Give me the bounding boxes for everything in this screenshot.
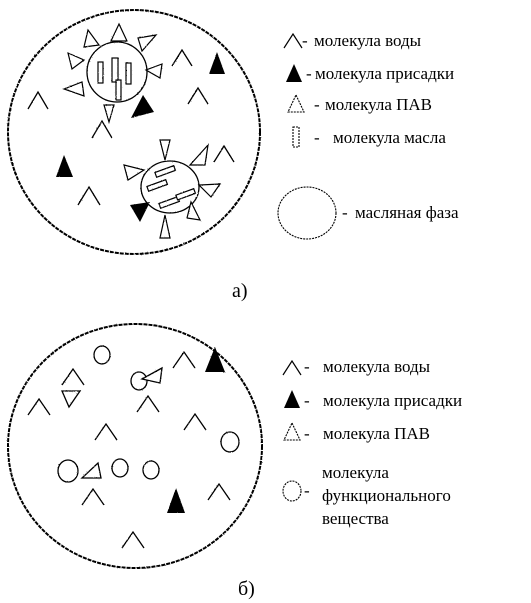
oil-molecule-icon [111,57,119,83]
panel-b: - молекула воды - молекула присадки - мо… [7,323,462,600]
panel-b-legend: - молекула воды - молекула присадки - мо… [282,357,462,528]
water-molecule-icon [77,185,101,206]
additive-molecule-icon [286,64,302,82]
water-molecule-icon [207,482,231,501]
surfactant-molecule-icon [67,51,86,71]
legend-dash: - [314,128,320,147]
water-molecule-icon [61,367,85,386]
water-molecule-icon [27,397,51,416]
oil-molecule-icon [97,61,104,84]
legend-label: молекула масла [333,128,446,147]
additive-molecule-icon [130,202,150,222]
legend-dash: - [304,481,310,500]
water-molecule-icon [187,86,209,105]
panel-a-caption: а) [232,280,248,302]
surfactant-molecule-icon [159,214,171,239]
legend-label: молекула воды [323,357,431,376]
legend-item-surfactant: - молекула ПАВ [283,421,430,443]
panel-a-droplet [7,9,261,255]
legend-item-oil: - молекула масла [292,126,446,148]
panel-b-caption: б) [238,578,255,600]
oil-phase-micelle-2 [123,139,222,239]
functional-substance-molecule-icon [93,345,111,365]
surfactant-molecule-icon [283,421,301,441]
water-molecule-icon [213,144,235,163]
additive-molecule-icon [209,52,225,74]
water-molecule-icon [121,530,145,549]
legend-label: молекула присадки [315,64,454,83]
surfactant-molecule-icon [80,461,102,479]
surfactant-molecule-icon [287,93,305,113]
water-molecule-icon [136,394,160,413]
legend-item-surfactant: - молекула ПАВ [287,93,432,114]
legend-item-additive: - молекула присадки [286,64,454,83]
surfactant-molecule-icon [83,28,101,48]
oil-molecule-icon [125,62,132,85]
surfactant-molecule-icon [140,366,163,384]
water-molecule-icon [283,32,303,49]
water-molecule-icon [183,412,207,431]
panel-b-droplet [7,323,263,569]
legend-label: молекула присадки [323,391,462,410]
legend-label: молекула ПАВ [325,95,432,114]
additive-molecule-icon [131,95,154,118]
surfactant-molecule-icon [188,143,209,166]
water-molecule-icon [171,48,193,67]
legend-item-additive: - молекула присадки [284,390,462,410]
legend-dash: - [314,95,320,114]
legend-dash: - [306,64,312,83]
legend-item-functional-substance: - молекула функционального вещества [282,463,451,528]
surfactant-molecule-icon [110,22,128,42]
water-molecule-icon [91,119,113,139]
functional-substance-molecule-icon [282,480,302,502]
legend-dash: - [304,424,310,443]
legend-label: молекула ПАВ [323,424,430,443]
water-molecule-icon [81,487,105,506]
surfactant-molecule-icon [144,63,163,79]
legend-item-oil-phase: - масляная фаза [277,186,459,240]
additive-molecule-icon [284,390,300,408]
functional-substance-molecule-icon [57,459,79,483]
oil-molecule-icon [115,79,122,101]
legend-label-line-2: функционального [322,486,451,505]
functional-substance-molecule-icon [142,460,160,480]
legend-dash: - [302,31,308,50]
oil-molecule-icon [154,164,177,179]
oil-molecule-icon [175,187,197,201]
functional-substance-molecule-icon [130,371,148,391]
surfactant-molecule-icon [137,34,158,53]
surfactant-molecule-icon [159,139,171,161]
water-molecule-icon [94,422,118,441]
panel-a: - молекула воды - молекула присадки - мо… [7,9,459,302]
surfactant-molecule-icon [123,164,146,181]
legend-label-line-3: вещества [322,509,389,528]
oil-molecule-icon [146,178,169,193]
oil-phase-icon [277,186,337,240]
panel-a-legend: - молекула воды - молекула присадки - мо… [277,31,459,240]
water-molecule-icon [282,359,302,376]
oil-phase-micelle-1 [62,22,163,125]
functional-substance-molecule-icon [111,458,129,478]
legend-dash: - [342,203,348,222]
legend-dash: - [304,391,310,410]
surfactant-molecule-icon [197,183,222,198]
oil-molecule-icon [292,126,300,148]
water-molecule-icon [27,90,49,110]
legend-item-water: - молекула воды [283,31,422,50]
legend-label: масляная фаза [355,203,459,222]
additive-molecule-icon [205,347,225,372]
surfactant-molecule-icon [186,200,202,221]
legend-item-water: - молекула воды [282,357,431,376]
functional-substance-molecule-icon [220,431,240,453]
legend-label: молекула воды [314,31,422,50]
surfactant-molecule-icon [61,390,82,409]
legend-label-line-1: молекула [322,463,389,482]
legend-dash: - [304,357,310,376]
additive-molecule-icon [56,155,73,177]
water-molecule-icon [172,350,196,369]
additive-molecule-icon [167,488,185,513]
surfactant-molecule-icon [62,81,85,97]
surfactant-molecule-icon [103,104,115,125]
